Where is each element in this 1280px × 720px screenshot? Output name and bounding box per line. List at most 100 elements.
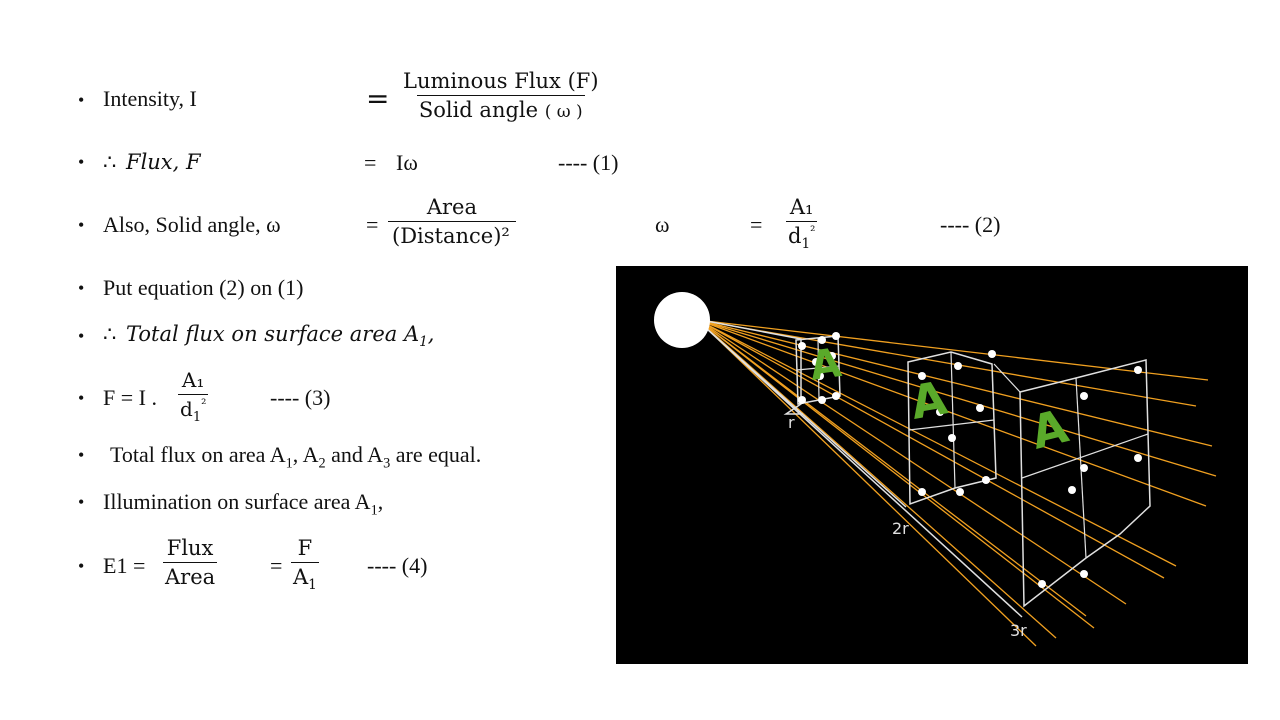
label-2r: 2r [892,519,909,538]
total-flux-text: Total flux on surface area A [126,322,420,346]
a1-hline [796,365,840,371]
flux-equals: = [364,150,377,175]
flux-numerator: Flux [166,536,214,560]
label-r: r [788,413,795,432]
flux-dot [816,372,824,380]
diagram-svg: A A A r 2r 3r [654,292,1217,647]
equal-flux-text: Total flux on area A1, A2 and A3 are equ… [110,442,481,472]
total-flux-sub: 1 [419,334,428,351]
f-a1-fraction: F A1 [291,536,319,593]
light-ray [697,319,1037,647]
d-sup: ² [810,224,816,239]
bullet-2: • [78,152,85,172]
frame-edge-1 [695,318,1023,618]
equation-tag-4: ---- (4) [367,553,428,578]
light-ray [697,319,1207,507]
bullet-1: • [78,90,85,110]
f-equals-label: F = I . [103,385,157,410]
intensity-equals: = [366,82,390,115]
flux-dot [818,336,826,344]
flux-label: Flux, F [126,150,201,174]
a-sub: 1 [308,577,317,594]
flux-dot [976,404,984,412]
label-3r: 3r [1010,621,1027,640]
f-d-base: d [180,397,193,421]
bullet-7: • [78,445,85,465]
equal-flux-sub-1: 1 [285,455,293,472]
omega-symbol: ω [655,212,670,237]
d-base: d [788,224,802,248]
bullet-5: • [78,326,85,346]
flux-rhs: Iω [396,150,418,175]
flux-dot [812,358,820,366]
flux-dots [798,332,1142,588]
therefore-symbol-2: ∴ [103,322,117,346]
e1-second-equals: = [270,553,283,578]
a3-hline [1021,433,1149,479]
bullet-4: • [78,278,85,298]
flux-dot [832,332,840,340]
light-rays [697,319,1217,647]
f-d1-denominator: d1² [178,394,209,425]
f-d-sup: ² [201,397,207,412]
f-a1-d1-fraction: A₁ d1² [178,368,209,425]
flux-dot [798,396,806,404]
area-numerator: Area [426,195,477,219]
light-ray [697,319,1127,605]
illumination-text: Illumination on surface area A1, [103,489,383,519]
equal-flux-part-3: and A [325,442,384,467]
light-ray [697,319,1213,447]
surface-a3 [1019,359,1151,608]
light-ray [697,319,1209,381]
solid-angle-equals: = [366,212,379,237]
area-denominator: Area [163,562,218,589]
equal-flux-sub-2: 2 [318,455,326,472]
flux-dot [918,488,926,496]
flux-dot [982,476,990,484]
equation-tag-3: ---- (3) [270,385,331,410]
solid-angle-label: Also, Solid angle, ω [103,212,281,237]
flux-dot [828,352,836,360]
a2-hline [908,419,995,431]
light-ray [697,319,1095,629]
light-ray [697,319,1197,407]
flux-dot [1134,454,1142,462]
flux-dot [832,392,840,400]
flux-dot [988,350,996,358]
bullet-9: • [78,556,85,576]
equal-flux-part-2: , A [292,442,319,467]
intensity-fraction: Luminous Flux (F) Solid angle ( ω ) [401,69,601,122]
illumination-sub: 1 [370,502,378,519]
flux-dot [918,372,926,380]
a1-vline [817,337,820,401]
light-source [654,292,710,348]
letter-a2: A [907,370,952,429]
flux-dot [936,408,944,416]
flux-dot [1134,366,1142,374]
flux-dot [798,342,806,350]
light-ray [697,319,1165,579]
a2-vline [950,351,956,489]
therefore-symbol-1: ∴ [103,150,117,174]
total-flux-comma: , [427,322,435,346]
bullet-6: • [78,388,85,408]
letter-a3: A [1026,399,1074,460]
distance-denominator: (Distance)² [388,221,516,248]
a1-d1-fraction: A₁ d1² [786,195,818,252]
flux-dot [954,362,962,370]
equation-tag-1: ---- (1) [558,150,619,175]
equal-flux-part-1: Total flux on area A [110,442,286,467]
flux-dot [1080,392,1088,400]
d1-denominator: d1² [786,221,818,252]
omega-equals: = [750,212,763,237]
put-equation-text: Put equation (2) on (1) [103,275,304,300]
flux-dot [818,396,826,404]
flux-dot [956,488,964,496]
f-d-sub: 1 [192,410,202,425]
total-flux-surface-text: Total flux on surface area A1, [126,322,434,350]
light-ray [697,319,1217,477]
illumination-comma: , [377,489,384,514]
intensity-numerator: Luminous Flux (F) [403,69,599,93]
flux-dot [1080,570,1088,578]
a-base: A [293,565,309,589]
